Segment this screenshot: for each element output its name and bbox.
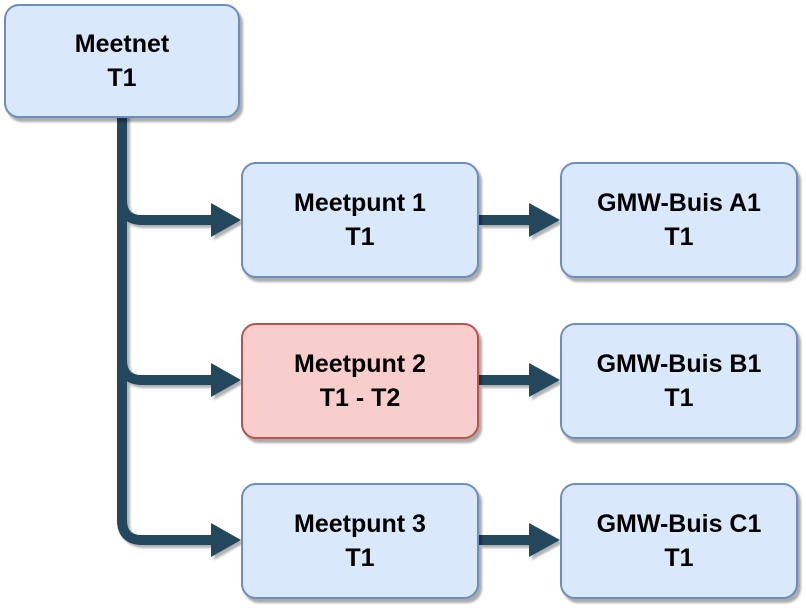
node-title: GMW-Buis A1: [597, 189, 761, 217]
edge-meetpunt1-gmw-a1: [479, 203, 560, 237]
arrowhead-icon: [211, 203, 241, 237]
node-title: Meetpunt 2: [294, 350, 426, 378]
arrowhead-icon: [529, 363, 560, 397]
edge-meetpunt3-gmw-c1: [479, 523, 560, 557]
node-title: Meetpunt 3: [294, 510, 426, 538]
arrowhead-icon: [211, 363, 241, 397]
edge-meetnet-meetpunt2: [117, 112, 241, 397]
arrowhead-icon: [529, 523, 560, 557]
edge-meetnet-meetpunt3: [117, 112, 241, 557]
node-meetpunt2: Meetpunt 2 T1 - T2: [241, 323, 479, 439]
node-title: GMW-Buis B1: [596, 350, 762, 378]
node-gmw-buis-c1: GMW-Buis C1 T1: [560, 483, 798, 599]
node-meetpunt1: Meetpunt 1 T1: [241, 162, 479, 278]
node-title: Meetnet: [74, 30, 170, 58]
node-subtitle: T1: [664, 223, 694, 251]
edge-meetpunt2-gmw-b1: [479, 363, 560, 397]
node-subtitle: T1: [345, 544, 375, 572]
arrowhead-icon: [211, 523, 241, 557]
node-subtitle: T1 - T2: [319, 384, 401, 412]
node-subtitle: T1: [345, 223, 375, 251]
node-subtitle: T1: [664, 384, 694, 412]
node-subtitle: T1: [664, 544, 694, 572]
node-gmw-buis-b1: GMW-Buis B1 T1: [560, 323, 798, 439]
arrowhead-icon: [529, 203, 560, 237]
node-subtitle: T1: [107, 64, 137, 92]
node-gmw-buis-a1: GMW-Buis A1 T1: [560, 162, 798, 278]
node-title: Meetpunt 1: [294, 189, 426, 217]
edge-meetnet-meetpunt1: [117, 112, 241, 237]
node-title: GMW-Buis C1: [596, 510, 762, 538]
node-meetpunt3: Meetpunt 3 T1: [241, 483, 479, 599]
node-meetnet: Meetnet T1: [4, 4, 240, 118]
